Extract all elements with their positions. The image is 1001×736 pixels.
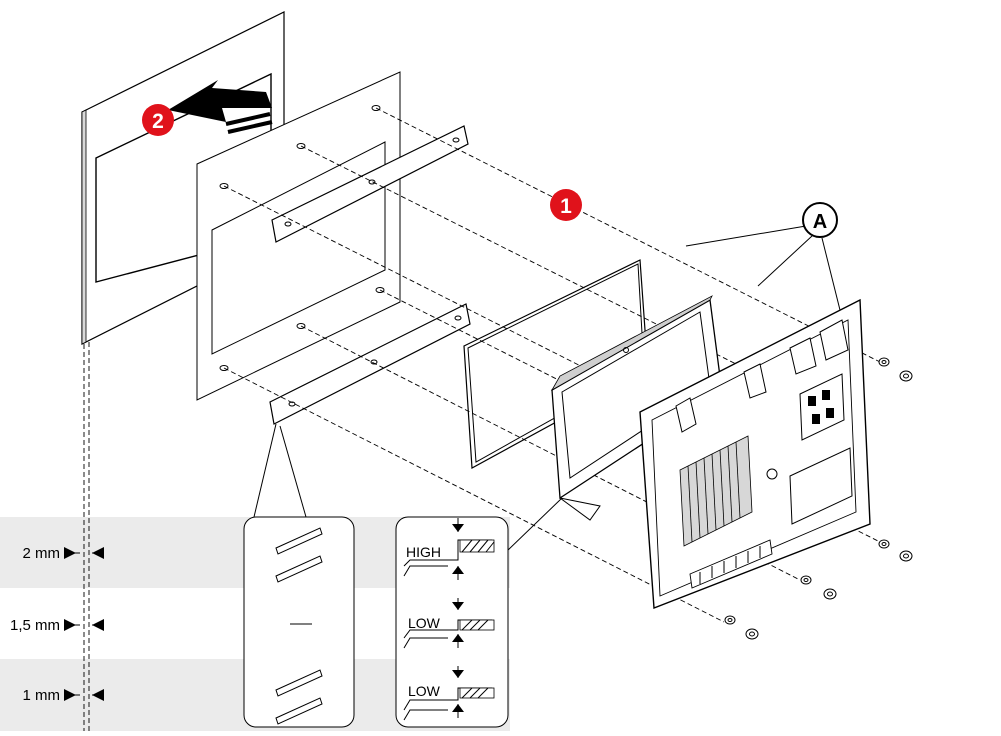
row-1mm: 1 mm LOW (23, 666, 495, 725)
step-profile-low-2 (403, 666, 495, 721)
step-profile-low (403, 598, 495, 649)
label-a-text: A (813, 211, 827, 233)
row-2mm-label: 2 mm (23, 545, 61, 562)
heatsink (679, 435, 753, 547)
row-1mm-setting: LOW (408, 683, 441, 699)
row-1mm-label: 1 mm (23, 687, 61, 704)
row-1-5mm: 1,5 mm LOW (10, 598, 495, 649)
device-body (639, 298, 871, 609)
row-1-5mm-setting: LOW (408, 615, 441, 631)
terminal-strip (689, 539, 773, 589)
step-2-callout: 2 (142, 104, 174, 136)
row-2mm-setting: HIGH (406, 544, 441, 560)
spacer-pair-2mm (275, 527, 323, 583)
row-2mm: 2 mm HIGH (23, 518, 495, 583)
step-1-text: 1 (560, 195, 572, 218)
mounting-template (196, 71, 401, 401)
setting-detail-box (395, 516, 509, 728)
row-1-5mm-label: 1,5 mm (10, 617, 60, 634)
label-a-callout: A (802, 202, 838, 238)
mounting-nuts (724, 357, 913, 640)
step-2-text: 2 (152, 110, 164, 133)
step-1-callout: 1 (550, 189, 582, 221)
push-arrow (168, 80, 273, 134)
upper-spacer-bar (271, 125, 469, 243)
step-profile-high (403, 518, 495, 580)
label-a-leaders (685, 225, 841, 311)
lower-spacer-bar (269, 303, 471, 425)
spacer-pair-1mm (275, 669, 323, 725)
detail-leaders (253, 423, 563, 553)
spacer-detail-box (243, 516, 355, 728)
connector-panel (799, 373, 845, 441)
